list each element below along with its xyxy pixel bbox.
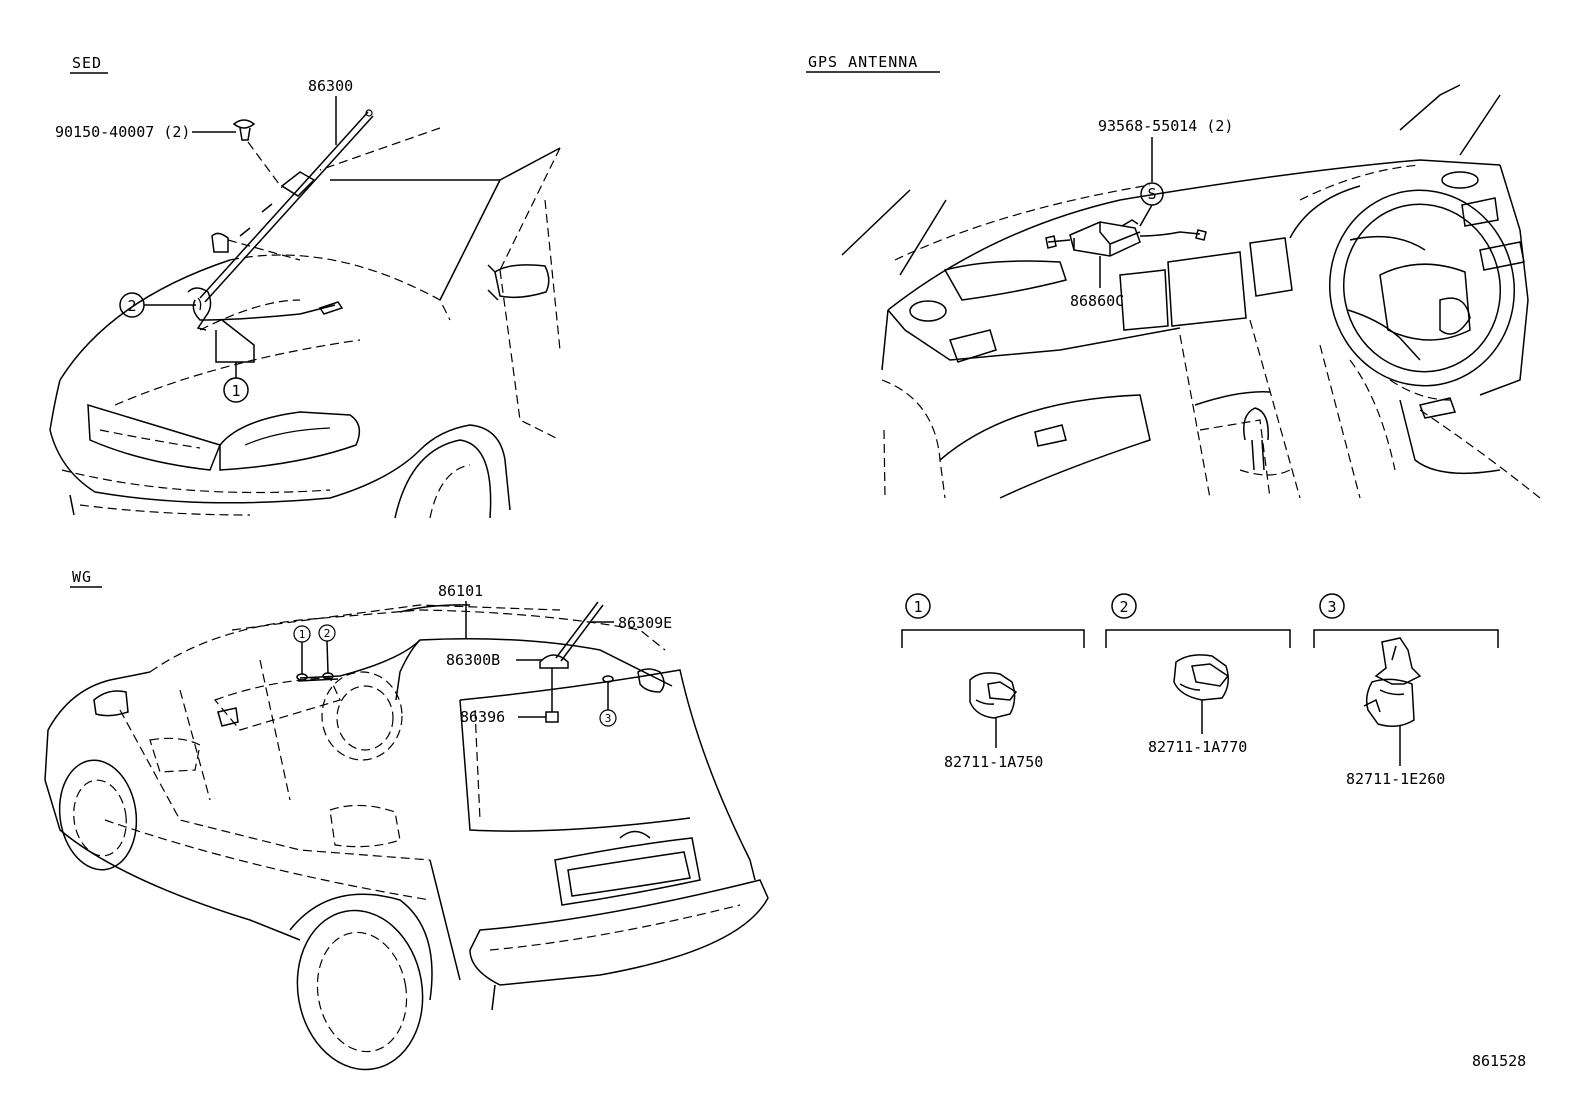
detail-clip-1-part-text: 82711-1A750 [944,753,1043,771]
gps-callout-s-text: S [1147,185,1156,203]
wg-callout-1: 1 [293,625,311,674]
label-86101: 86101 [438,582,483,638]
wg-callout-3-text: 3 [605,712,612,725]
sed-callout-1-text: 1 [231,382,240,400]
gps-dashboard-illustration [841,84,1541,499]
section-heading-gps: GPS ANTENNA [806,53,940,73]
gps-callout-s: S [1140,182,1164,206]
sed-callout-2: 2 [119,292,196,318]
label-86300-text: 86300 [308,77,353,95]
wg-callout-1-text: 1 [299,628,306,641]
detail-clip-2-part-text: 82711-1A770 [1148,738,1247,756]
label-90150-40007: 90150-40007 (2) [55,123,236,141]
wg-callout-2: 2 [318,624,336,674]
diagram-id-text: 861528 [1472,1052,1526,1070]
heading-sed-text: SED [72,54,102,72]
heading-gps-text: GPS ANTENNA [808,53,918,71]
detail-clip-3-part-text: 82711-1E260 [1346,770,1445,788]
label-86300: 86300 [308,77,353,145]
heading-wg-text: WG [72,568,92,586]
section-heading-sed: SED [70,54,108,74]
label-86300b: 86300B [446,651,542,669]
label-93568-55014-text: 93568-55014 (2) [1098,117,1233,135]
label-86309e-text: 86309E [618,614,672,632]
section-heading-wg: WG [70,568,102,588]
label-86860c: 86860C [1070,256,1124,310]
label-90150-40007-text: 90150-40007 (2) [55,123,190,141]
label-93568-55014: 93568-55014 (2) [1098,117,1233,182]
detail-callout-1-text: 1 [913,598,922,616]
sed-callout-2-text: 2 [127,297,136,315]
label-86101-text: 86101 [438,582,483,600]
detail-callout-2-text: 2 [1119,598,1128,616]
wg-wagon-illustration [44,601,769,1071]
label-86396: 86396 [460,708,546,726]
label-86300b-text: 86300B [446,651,500,669]
detail-clip-3: 3 82711-1E260 [1313,593,1499,788]
label-86396-text: 86396 [460,708,505,726]
detail-clip-2: 2 82711-1A770 [1105,593,1291,756]
label-86860c-text: 86860C [1070,292,1124,310]
sed-callout-1: 1 [223,377,249,403]
label-86309e: 86309E [592,614,672,632]
detail-callout-3-text: 3 [1327,598,1336,616]
wg-callout-3: 3 [599,682,617,727]
detail-clip-1: 1 82711-1A750 [901,593,1085,771]
wg-callout-2-text: 2 [324,627,331,640]
sed-car-illustration [49,109,561,519]
